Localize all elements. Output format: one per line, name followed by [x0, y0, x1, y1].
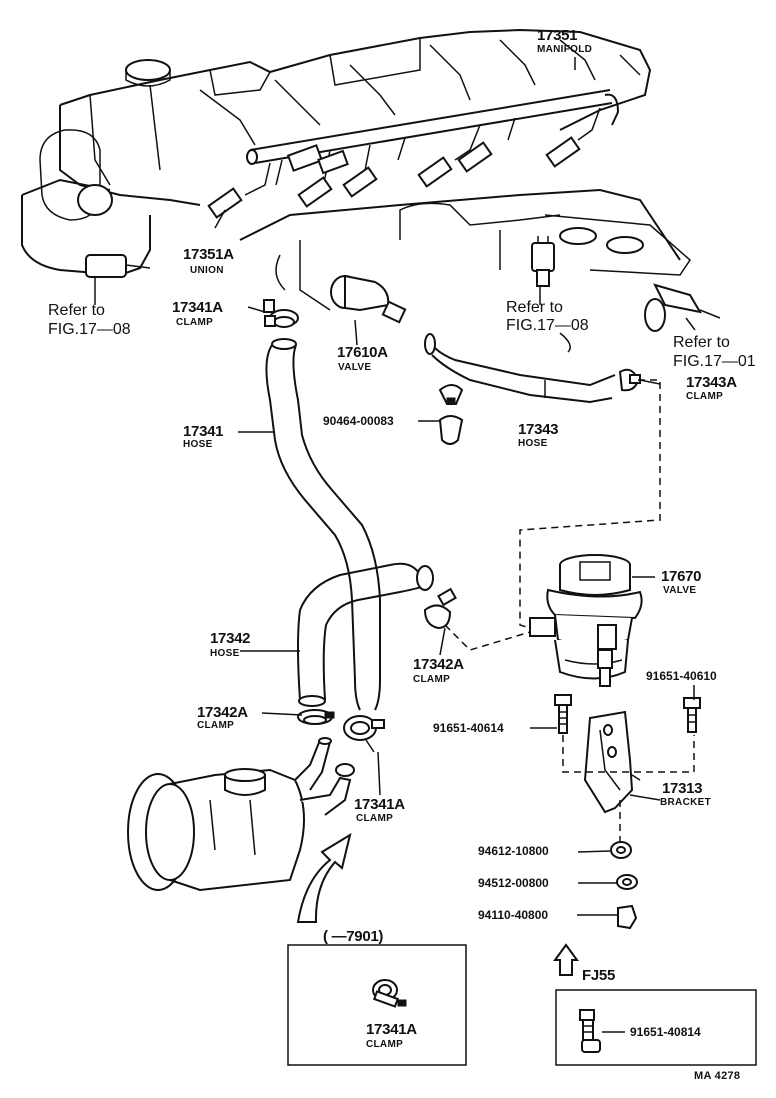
inset-left-header: ( —7901): [323, 928, 384, 945]
callout-hose-right-part: 17343: [518, 421, 559, 438]
callout-manifold-part: 17351: [537, 27, 578, 44]
inset-left-part: 17341A: [366, 1021, 417, 1038]
callout-clamp-low-part: 17341A: [354, 796, 405, 813]
callout-nut-part: 94612-10800: [478, 844, 549, 858]
valve-17610a-drawing: [330, 274, 407, 324]
callout-union-name: UNION: [190, 265, 224, 276]
figure-code: MA 4278: [694, 1070, 741, 1082]
ref-mid-line2: FIG.17—08: [506, 317, 589, 334]
callout-clamp-low-left-part: 17342A: [197, 704, 248, 721]
callout-nut2-part: 94110-40800: [478, 908, 549, 922]
callout-air-valve-part: 17670: [661, 568, 702, 585]
callout-bracket-name: BRACKET: [660, 797, 711, 808]
air-pump-drawing: [127, 737, 355, 892]
callout-clamp-mid-part: 17342A: [413, 656, 464, 673]
inset-right-part: 91651-40814: [630, 1025, 701, 1039]
ref-mid-line1: Refer to: [506, 299, 563, 316]
hose-17342-drawing: [297, 562, 434, 707]
callout-bracket-part: 17313: [662, 780, 703, 797]
callout-valve-top-name: VALVE: [338, 362, 372, 373]
callout-bolt-left-part: 91651-40614: [433, 721, 504, 735]
callout-union-part: 17351A: [183, 246, 234, 263]
callout-clamp-top-part: 17341A: [172, 299, 223, 316]
callout-clamp-right-part: 17343A: [686, 374, 737, 391]
arrows: [296, 832, 579, 976]
hose-17341-drawing: [265, 338, 381, 711]
ref-left-line2: FIG.17—08: [48, 321, 131, 338]
callout-bolt-right-part: 91651-40610: [646, 669, 717, 683]
engine-head: [21, 28, 721, 332]
callout-manifold-name: MANIFOLD: [537, 44, 593, 55]
inset-boxes: [287, 944, 757, 1066]
callout-hose-lower-name: HOSE: [210, 648, 240, 659]
clamps-drawing: [263, 299, 641, 753]
callout-clamp-low-left-name: CLAMP: [197, 720, 235, 731]
inset-right-header: FJ55: [582, 967, 615, 984]
callout-washer-part: 94512-00800: [478, 876, 549, 890]
inset-left-name: CLAMP: [366, 1039, 404, 1050]
air-injection-nozzles: [207, 107, 601, 219]
callout-hose-main-name: HOSE: [183, 439, 213, 450]
callout-clamp-mid-name: CLAMP: [413, 674, 451, 685]
ref-right-line1: Refer to: [673, 334, 730, 351]
callout-hose-right-name: HOSE: [518, 438, 548, 449]
ref-right-line2: FIG.17—01: [673, 353, 756, 370]
air-valve-17670-drawing: [529, 554, 643, 687]
callout-clip-part: 90464-00083: [323, 414, 394, 428]
callout-hose-lower-part: 17342: [210, 630, 251, 647]
callout-valve-top-part: 17610A: [337, 344, 388, 361]
hose-17343-drawing: [424, 333, 616, 404]
leader-lines: [94, 57, 696, 916]
callout-air-valve-name: VALVE: [663, 585, 697, 596]
callout-clamp-right-name: CLAMP: [686, 391, 724, 402]
callout-clamp-low-name: CLAMP: [356, 813, 394, 824]
ref-left-line1: Refer to: [48, 302, 105, 319]
hardware-drawing: [554, 694, 701, 930]
callout-clamp-top-name: CLAMP: [176, 317, 214, 328]
callout-hose-main-part: 17341: [183, 423, 224, 440]
